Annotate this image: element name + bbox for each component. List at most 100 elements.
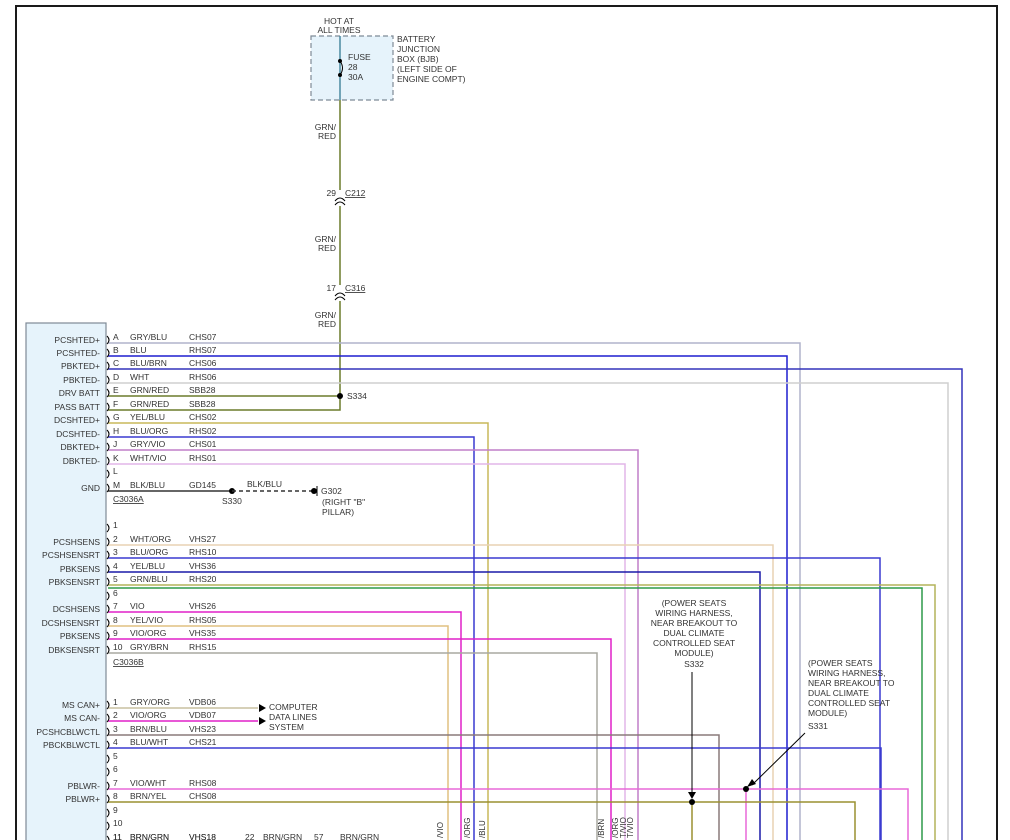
connector-icon bbox=[334, 292, 346, 297]
wire-chs21 bbox=[108, 747, 882, 840]
vertical-wire-label: T/VIO bbox=[626, 817, 635, 838]
connector-b-name: C3036B bbox=[113, 657, 144, 667]
connector-a-signal-label: DCSHTED- bbox=[56, 429, 100, 439]
pin-connector-icon bbox=[106, 727, 110, 737]
pin-connector-icon bbox=[106, 794, 110, 804]
connector-a-signal-label: PASS BATT bbox=[54, 402, 100, 412]
pin-connector-icon bbox=[106, 604, 110, 614]
connector-b-signal-label: DBKSENSRT bbox=[48, 645, 100, 655]
connector-c-pin-id: 11 bbox=[113, 832, 122, 840]
connector-icon bbox=[334, 197, 346, 202]
connector-c-circuit-id: CHS08 bbox=[189, 791, 217, 801]
connector-c-circuit-id: VHS18 bbox=[189, 832, 216, 840]
pin-connector-icon bbox=[106, 808, 110, 818]
connector-c-signal-label: PBLWR+ bbox=[65, 794, 100, 804]
vertical-wire-label: /ORG bbox=[611, 818, 620, 838]
hot-at-all-times-label: ALL TIMES bbox=[318, 25, 361, 35]
vertical-wire-label: /BLU bbox=[478, 820, 487, 838]
pin-connector-icon bbox=[106, 442, 110, 452]
connector-c-wire-color: BRN/BLU bbox=[130, 724, 167, 734]
connector-c-circuit-id: RHS08 bbox=[189, 778, 217, 788]
connector-b-wire-color: VIO/ORG bbox=[130, 628, 166, 638]
connector-a-pin-id: F bbox=[113, 399, 118, 409]
pin-connector-icon bbox=[106, 388, 110, 398]
hot-at-all-times-label: HOT AT bbox=[324, 16, 354, 26]
computer-data-lines-label: DATA LINES bbox=[269, 712, 317, 722]
connector-b-pin-id: 1 bbox=[113, 520, 118, 530]
connector-c-signal-label: MS CAN- bbox=[64, 713, 100, 723]
connector-b-pin-id: 7 bbox=[113, 601, 118, 611]
connector-a-signal-label: PCSHTED- bbox=[57, 348, 101, 358]
note-s331-label: WIRING HARNESS, bbox=[808, 668, 885, 678]
connector-c-signal-label: MS CAN+ bbox=[62, 700, 100, 710]
battery-junction-box-label: BATTERY bbox=[397, 34, 436, 44]
connector-a-pin-id: K bbox=[113, 453, 119, 463]
connector-b-pin-id: 4 bbox=[113, 561, 118, 571]
connector-a-wire-color: GRN/RED bbox=[130, 385, 169, 395]
wire-rhs15 bbox=[108, 652, 598, 840]
connector-a-wire-color: BLU bbox=[130, 345, 147, 355]
connector-c-pin-id: 11 bbox=[113, 832, 122, 840]
wire-sbb28-pass bbox=[108, 396, 341, 411]
pin-connector-icon bbox=[106, 469, 110, 479]
pin-connector-icon bbox=[106, 537, 110, 547]
splice-s334-label: S334 bbox=[347, 391, 367, 401]
fuse-label: 30A bbox=[348, 72, 363, 82]
connector-c-pin-id: 2 bbox=[113, 710, 118, 720]
wire-vhs26 bbox=[108, 611, 462, 840]
note-s332-label: MODULE) bbox=[674, 648, 713, 658]
splice-s334-dot bbox=[337, 393, 343, 399]
connector-a-circuit-id: RHS06 bbox=[189, 372, 217, 382]
connector-c-circuit-id: CHS21 bbox=[189, 737, 217, 747]
pin-connector-icon bbox=[106, 361, 110, 371]
connector-b-wire-color: GRY/BRN bbox=[130, 642, 169, 652]
connector-a-wire-color: BLU/BRN bbox=[130, 358, 167, 368]
vertical-wire-label: /BRN bbox=[597, 819, 606, 838]
connector-a-pin-id: L bbox=[113, 466, 118, 476]
connector-a-circuit-id: CHS07 bbox=[189, 332, 217, 342]
splice-s330-label: S330 bbox=[222, 496, 242, 506]
fuse-label: 28 bbox=[348, 62, 358, 72]
battery-junction-box-label: ENGINE COMPT) bbox=[397, 74, 466, 84]
pin-connector-icon bbox=[106, 550, 110, 560]
inline-connector-name: C212 bbox=[345, 188, 366, 198]
connector-b-pin-id: 6 bbox=[113, 588, 118, 598]
wire-color-label: GRN/ bbox=[315, 234, 337, 244]
wire-color-label: GRN/ bbox=[315, 310, 337, 320]
connector-c-wire-color: GRY/ORG bbox=[130, 697, 170, 707]
pin-connector-icon bbox=[106, 631, 110, 641]
connector-b-wire-color: BLU/ORG bbox=[130, 547, 168, 557]
wire-rhs10 bbox=[108, 557, 881, 840]
pin-connector-icon bbox=[106, 754, 110, 764]
connector-c-pin-id: 3 bbox=[113, 724, 118, 734]
connector-b-circuit-id: VHS26 bbox=[189, 601, 216, 611]
wire-chs02 bbox=[108, 422, 489, 840]
inline-connector-pin: 29 bbox=[327, 188, 337, 198]
connector-a-circuit-id: CHS01 bbox=[189, 439, 217, 449]
connector-c-circuit-id: VDB07 bbox=[189, 710, 216, 720]
connector-a-pin-id: E bbox=[113, 385, 119, 395]
connector-c-pin-id: 10 bbox=[113, 818, 123, 828]
connector-a-circuit-id: RHS01 bbox=[189, 453, 217, 463]
pin-connector-icon bbox=[106, 781, 110, 791]
connector-b-pin-id: 2 bbox=[113, 534, 118, 544]
arrow-down-icon bbox=[688, 792, 696, 799]
pin-connector-icon bbox=[106, 835, 110, 840]
connector-a-wire-color: GRN/RED bbox=[130, 399, 169, 409]
wire-vhs27 bbox=[108, 544, 774, 840]
connector-b-pin-id: 3 bbox=[113, 547, 118, 557]
note-s332-label: DUAL CLIMATE bbox=[664, 628, 725, 638]
connector-b-signal-label: PCSHSENS bbox=[53, 537, 100, 547]
continuation-pin: 57 bbox=[314, 832, 324, 840]
connector-a-circuit-id: CHS06 bbox=[189, 358, 217, 368]
battery-junction-box bbox=[310, 35, 394, 101]
connector-a-pin-id: B bbox=[113, 345, 119, 355]
connector-a-wire-color: YEL/BLU bbox=[130, 412, 165, 422]
continuation-pin: 22 bbox=[245, 832, 255, 840]
connector-b-circuit-id: RHS10 bbox=[189, 547, 217, 557]
connector-c-pin-id: 7 bbox=[113, 778, 118, 788]
connector-b-signal-label: DCSHSENS bbox=[53, 604, 101, 614]
note-s331-label: NEAR BREAKOUT TO bbox=[808, 678, 895, 688]
connector-c-pin-id: 9 bbox=[113, 805, 118, 815]
